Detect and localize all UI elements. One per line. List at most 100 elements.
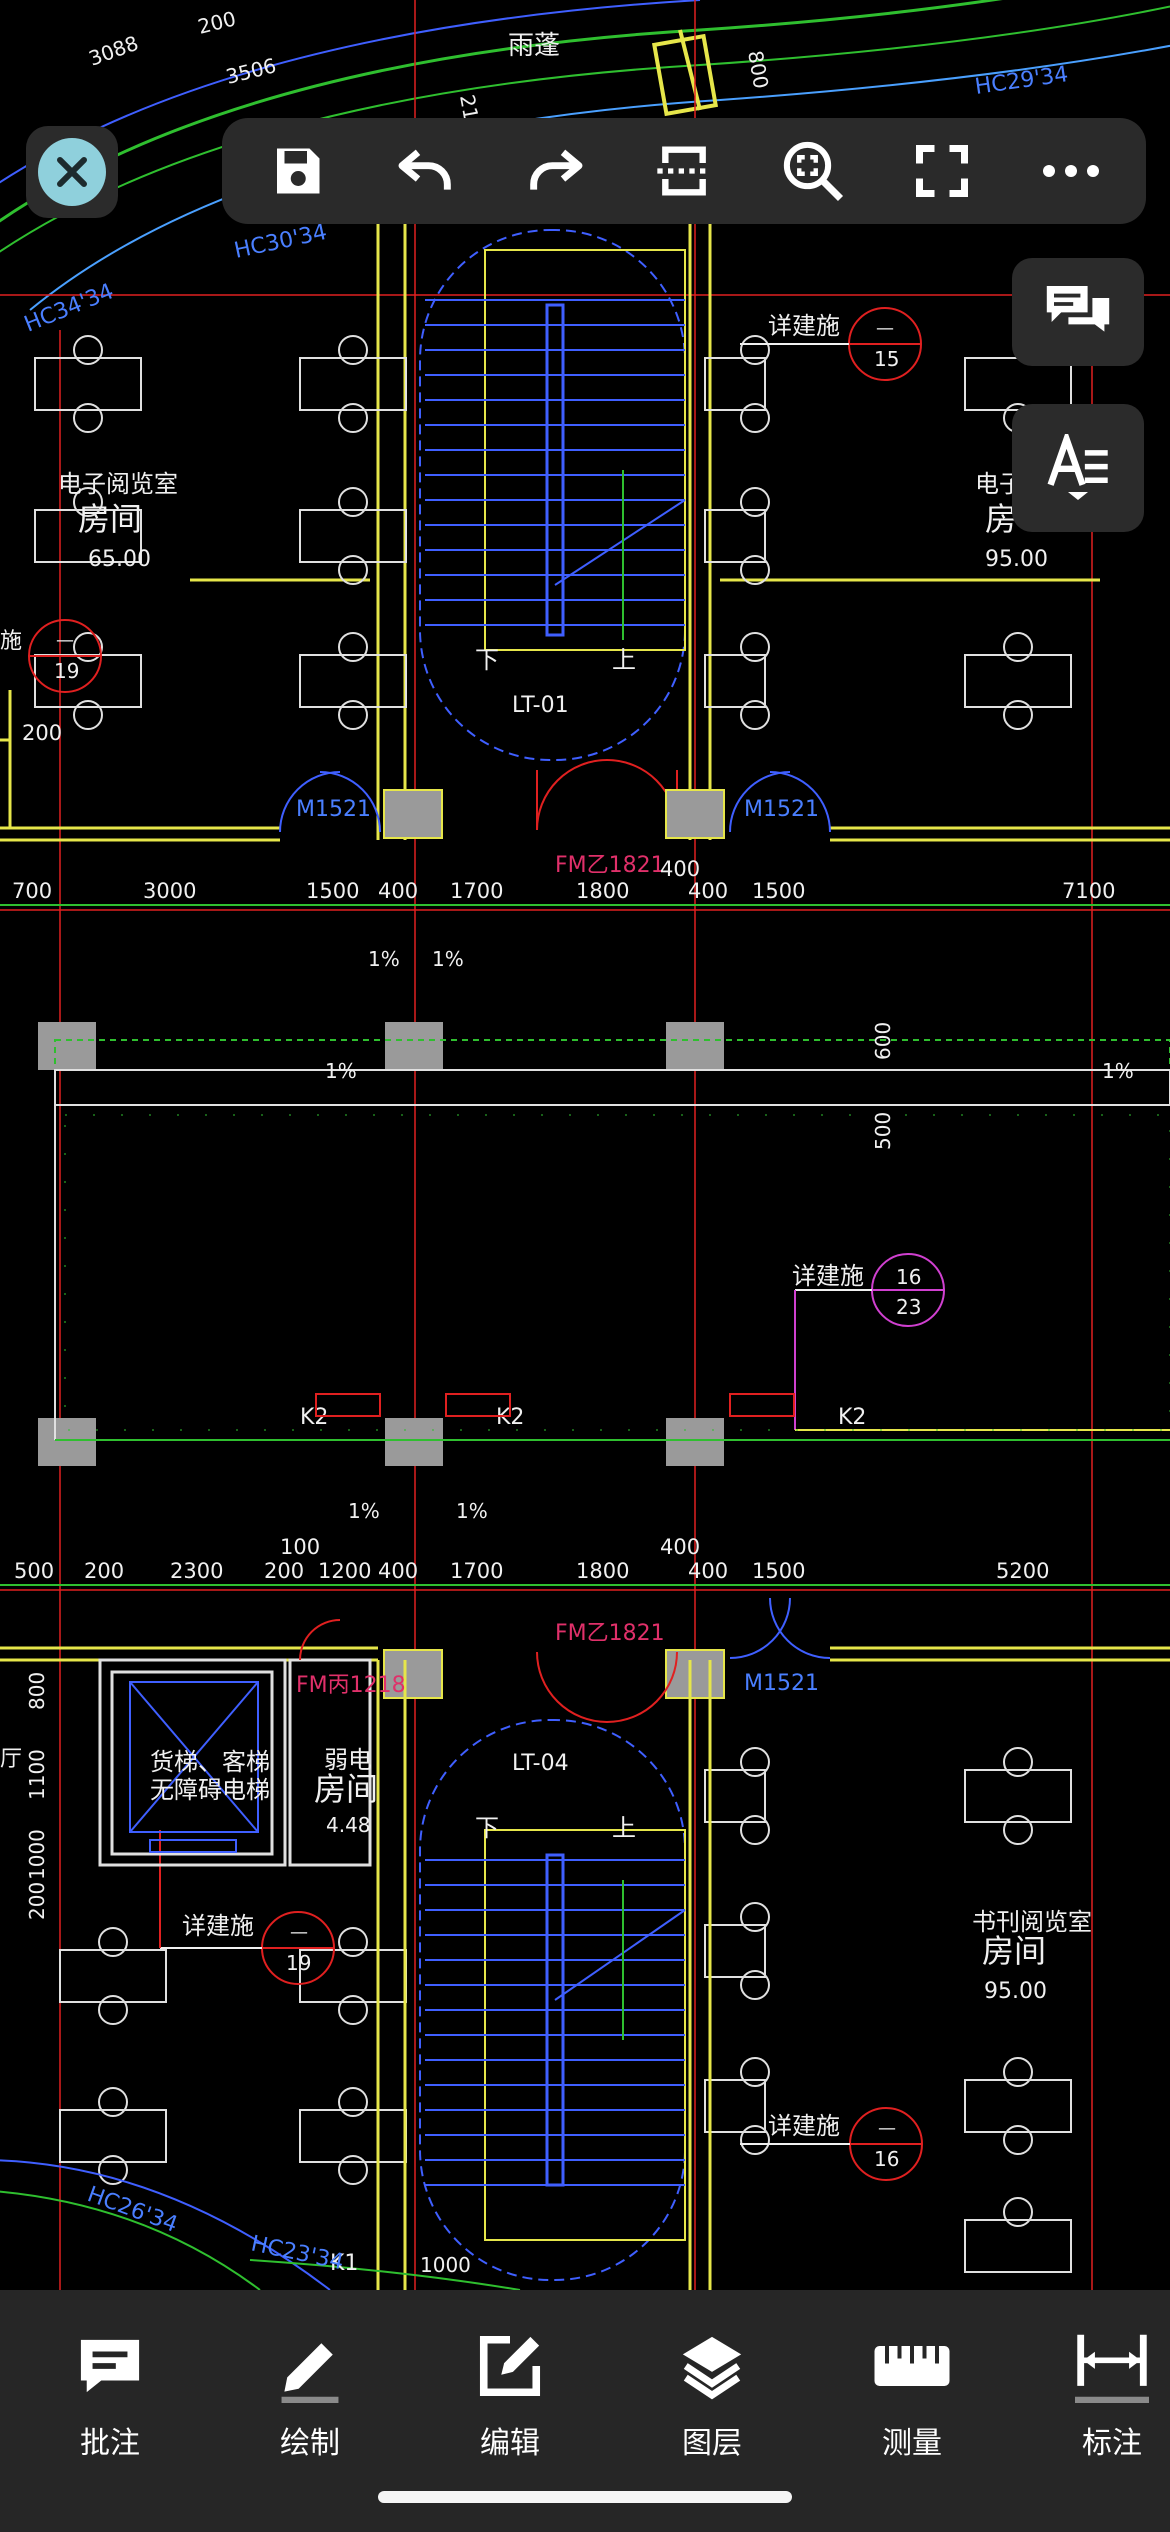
slope-label: 1% [1102,1059,1134,1083]
dim-text: 1200 [318,1559,371,1583]
dim-text: 3088 [86,31,142,71]
dim-text: 500 [14,1559,54,1583]
comments-button[interactable] [1012,258,1144,366]
dim-text: 1500 [306,879,359,903]
dimension-button[interactable]: 标注 [1042,2324,1170,2462]
dim-text: 400 [660,857,700,881]
fullscreen-icon[interactable] [902,131,982,211]
canopy-label: 雨蓬 [508,31,560,61]
redo-icon[interactable] [515,131,595,211]
draw-button[interactable]: 绘制 [240,2324,380,2462]
detail-note: 详建施 [768,312,840,340]
bottom-label: 图层 [682,2426,742,2461]
stair-down-mark: 下 [475,646,499,674]
slope-label: 1% [368,947,400,971]
room-area: 65.00 [88,547,151,572]
detail-note: 详建施 [182,1912,254,1940]
ref-bottom: 19 [286,1951,311,1975]
room-area: 4.48 [326,1813,371,1837]
draw-icon [240,2324,380,2408]
stair-lt01: 下 上 LT-01 [419,229,686,761]
close-icon [38,138,106,206]
dim-text: 200 [195,6,238,39]
ref-bottom: 23 [896,1295,921,1319]
more-icon[interactable] [1031,131,1111,211]
layers-button[interactable]: 图层 [642,2324,782,2462]
dim-text: 200 [264,1559,304,1583]
bottom-label: 批注 [80,2426,140,2461]
arc-label: HC30'34 [232,220,329,264]
ref-top: — [290,1922,308,1943]
room-area: 95.00 [985,547,1048,572]
furniture [34,335,1072,2273]
dimension-row-1: 700 3000 1500 400 1700 1800 400 1500 710… [0,857,1170,906]
cad-drawing-canvas[interactable]: 下 上 LT-01 电子阅览室 房间 65.00 电子 房 95.00 [0,0,1170,2290]
dim-text: 5200 [996,1559,1049,1583]
section-icon[interactable] [644,131,724,211]
comments-icon [1042,280,1114,344]
door-labels-upper: M1521 M1521 FM乙1821 [296,797,819,878]
dim-text: 1800 [576,1559,629,1583]
layers-icon [642,2324,782,2408]
slope-label: 1% [432,947,464,971]
dim-text: 7100 [1062,879,1115,903]
dim-text: 400 [378,879,418,903]
door-label: M1521 [744,797,819,822]
ref-top: — [878,2118,896,2139]
detail-ref-text: 详建施 — 15 — 19 详建施 16 23 详建施 — 19 详建施 — 1… [54,312,921,2171]
slope-label: 1% [456,1499,488,1523]
ref-bottom: 15 [874,347,899,371]
annotation-icon [40,2324,180,2408]
ref-bottom: 19 [54,659,79,683]
arc-label: HC26'34 [84,2182,181,2238]
zoom-extent-icon[interactable] [773,131,853,211]
dim-text: 2300 [170,1559,223,1583]
detail-references [28,307,945,2181]
stair-down-mark: 下 [475,1814,499,1842]
ref-top: — [56,630,74,651]
bottom-label: 标注 [1082,2426,1142,2461]
dim-text: 1500 [752,1559,805,1583]
text-style-button[interactable] [1012,404,1144,532]
arc-label: HC29'34 [973,62,1070,100]
dim-text: 3000 [143,879,196,903]
home-indicator[interactable] [378,2491,792,2503]
room-type: 房间 [314,1770,378,1808]
fragment-text: 厅 [0,1747,22,1772]
close-button[interactable] [26,126,118,218]
stair-label-lt01: LT-01 [512,693,569,718]
stair-lt04: 下 上 LT-04 [419,1719,686,2281]
elevator [129,1681,259,1853]
arc-label: HC23'34 [249,2231,346,2275]
undo-icon[interactable] [386,131,466,211]
dim-text: 400 [688,879,728,903]
dim-text: 800 [25,1672,49,1710]
dimension-row-2: 500 200 2300 200 1200 400 1700 1800 400 … [0,1535,1170,1586]
annotation-button[interactable]: 批注 [40,2324,180,2462]
slope-label: 1% [325,1059,357,1083]
save-icon[interactable] [257,131,337,211]
columns [38,789,725,1699]
stair-up-mark: 上 [612,646,636,674]
k-mark: K2 [838,1405,866,1430]
dim-text: 1500 [752,879,805,903]
fragment-text: 施 [0,629,22,654]
dim-text: 400 [688,1559,728,1583]
room-labels-lower: 货梯、客梯 无障碍电梯 弱电 房间 4.48 书刊阅览室 房间 95.00 厅 … [0,1672,1092,2004]
ref-top: — [876,318,894,339]
dimension-icon [1042,2324,1170,2408]
door-label: FM乙1821 [555,853,665,878]
door-label: FM乙1821 [555,1621,665,1646]
room-name: 电子阅览室 [58,470,178,498]
measure-icon [842,2324,982,2408]
top-arc-band [0,0,1170,311]
chevron-down-icon [1068,492,1088,500]
door-label: FM丙1218 [296,1673,406,1698]
detail-note: 详建施 [792,1262,864,1290]
ref-bottom: 16 [874,2147,899,2171]
measure-button[interactable]: 测量 [842,2324,982,2462]
top-toolbar [222,118,1146,224]
detail-note: 详建施 [768,2112,840,2140]
edit-button[interactable]: 编辑 [440,2324,580,2462]
dim-text: 200 [22,721,62,745]
